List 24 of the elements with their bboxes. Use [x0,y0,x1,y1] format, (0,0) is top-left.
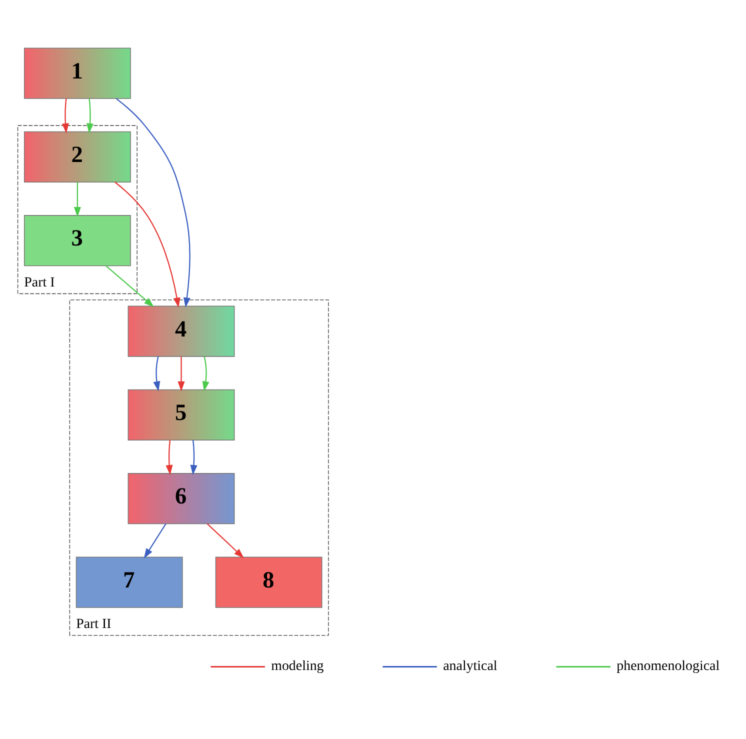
arrow [206,522,244,558]
arrow [178,356,185,391]
node-box: 8 [215,556,322,608]
arrow [166,440,173,475]
node-box: 7 [76,556,183,608]
legend-label: phenomenological [616,658,720,674]
legend-label: analytical [443,658,498,674]
arrow [106,265,154,307]
arrow [202,356,210,391]
arrow [190,440,198,475]
arrow [86,98,94,133]
arrow [74,182,81,217]
arrow [116,98,190,308]
node-box: 6 [128,472,235,524]
node-box: 1 [24,47,131,98]
arrow [153,356,160,391]
node-box: 2 [24,130,131,182]
arrow [114,181,180,308]
node-box: 4 [128,305,235,356]
node-box: 5 [128,388,235,440]
arrow [144,523,166,558]
legend-label: modeling [271,658,324,674]
arrow [62,98,69,133]
node-box: 3 [24,214,131,266]
